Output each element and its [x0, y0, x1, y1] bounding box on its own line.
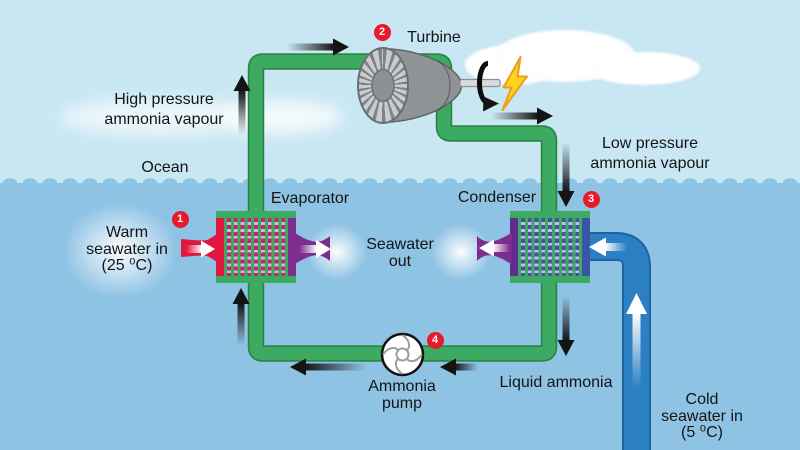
flow-arrow-left-bottom	[290, 358, 366, 376]
seawater-out-arrow-evaporator	[299, 240, 331, 258]
rotation-arrowhead	[483, 96, 499, 112]
cold-seawater-arrow-horizontal	[589, 237, 627, 257]
warm-seawater-arrow	[186, 240, 215, 258]
cloud	[588, 52, 700, 85]
evaporator-frame-top	[216, 211, 296, 218]
turbine-fan-hub	[371, 68, 395, 103]
condenser-frame-top	[510, 211, 590, 218]
turbine-nose-seam	[437, 59, 451, 112]
cold-seawater-arrow-up	[626, 293, 647, 388]
badge-2-turbine: 2	[373, 23, 391, 41]
flow-arrow-down-liquid-ammonia	[557, 296, 575, 356]
condenser	[510, 211, 590, 283]
ammonia-pump-icon	[380, 332, 425, 377]
flow-arrow-left-to-pump	[440, 358, 478, 376]
condenser-cold-header	[582, 218, 590, 276]
evaporator-out-header	[288, 218, 296, 276]
label-ocean: Ocean	[141, 159, 189, 176]
condenser-frame-bottom	[510, 276, 590, 283]
flow-arrow-right-after-turbine	[491, 107, 553, 125]
flow-arrow-right-top	[287, 38, 349, 56]
evaporator-frame-bottom	[216, 276, 296, 283]
flow-arrow-down-low-pressure	[557, 142, 575, 207]
flow-arrow-up-high-pressure	[233, 75, 251, 135]
condenser-core	[518, 218, 582, 276]
evaporator	[216, 211, 296, 283]
badge-3-condenser: 3	[582, 190, 600, 208]
label-liquid-ammonia: Liquid ammonia	[499, 374, 613, 391]
evaporator-core	[224, 218, 288, 276]
badge-4-pump: 4	[426, 331, 444, 349]
label-turbine: Turbine	[407, 29, 461, 46]
condenser-out-header	[510, 218, 518, 276]
evaporator-warm-header	[216, 218, 224, 276]
seawater-out-arrow-condenser	[479, 239, 510, 257]
flow-arrow-up-to-evaporator	[232, 288, 250, 346]
badge-1-evaporator: 1	[171, 210, 189, 228]
lightning-bolt-icon	[501, 56, 528, 111]
label-condenser: Condenser	[457, 189, 537, 206]
mist-glow	[63, 203, 177, 298]
label-evaporator: Evaporator	[270, 190, 350, 207]
